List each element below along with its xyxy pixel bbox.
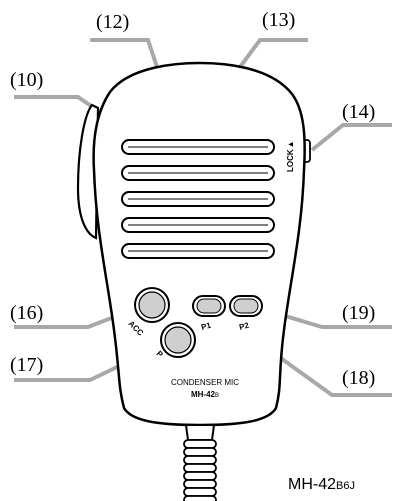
- callout-line-13: [238, 38, 308, 69]
- p2-button-cap: [233, 298, 259, 314]
- callout-label-18: (18): [342, 367, 375, 389]
- svg-text:LOCK▲: LOCK▲: [286, 140, 295, 172]
- ptt-lever: [76, 103, 100, 240]
- cable-coils: [183, 439, 217, 501]
- callout-label-16: (16): [10, 302, 43, 324]
- callout-line-10: [14, 95, 102, 114]
- p-label: P: [155, 349, 166, 360]
- callout-label-13: (13): [262, 9, 295, 31]
- callout-label-17: (17): [10, 354, 43, 376]
- callout-label-12: (12): [96, 11, 129, 33]
- callout-label-10: (10): [10, 69, 43, 91]
- mic-model-label: MH-42B: [191, 390, 219, 399]
- condenser-label: CONDENSER MIC: [171, 378, 239, 387]
- figure-model-tag: MH-42B6J: [288, 476, 355, 494]
- p-button-cap: [164, 326, 192, 354]
- callout-label-14: (14): [342, 101, 375, 123]
- lock-label: LOCK▲: [286, 140, 295, 172]
- mic-model-main: MH-42: [191, 390, 216, 399]
- callout-lines: [14, 38, 392, 397]
- lock-arrow-icon: ▲: [286, 140, 295, 148]
- p1-button-cap: [196, 298, 222, 314]
- callout-label-19: (19): [342, 302, 375, 324]
- figure-model-main: MH-42: [288, 476, 337, 493]
- p2-label: P2: [238, 321, 250, 332]
- lock-label-text: LOCK: [286, 149, 295, 172]
- callout-line-14: [310, 123, 392, 152]
- p1-label: P1: [200, 321, 212, 332]
- figure-model-sub: B6J: [336, 480, 355, 492]
- mic-model-suffix: B: [215, 393, 219, 399]
- acc-button-cap: [138, 291, 166, 319]
- cable-strain-relief-top: [184, 424, 216, 441]
- callout-line-12: [90, 38, 159, 68]
